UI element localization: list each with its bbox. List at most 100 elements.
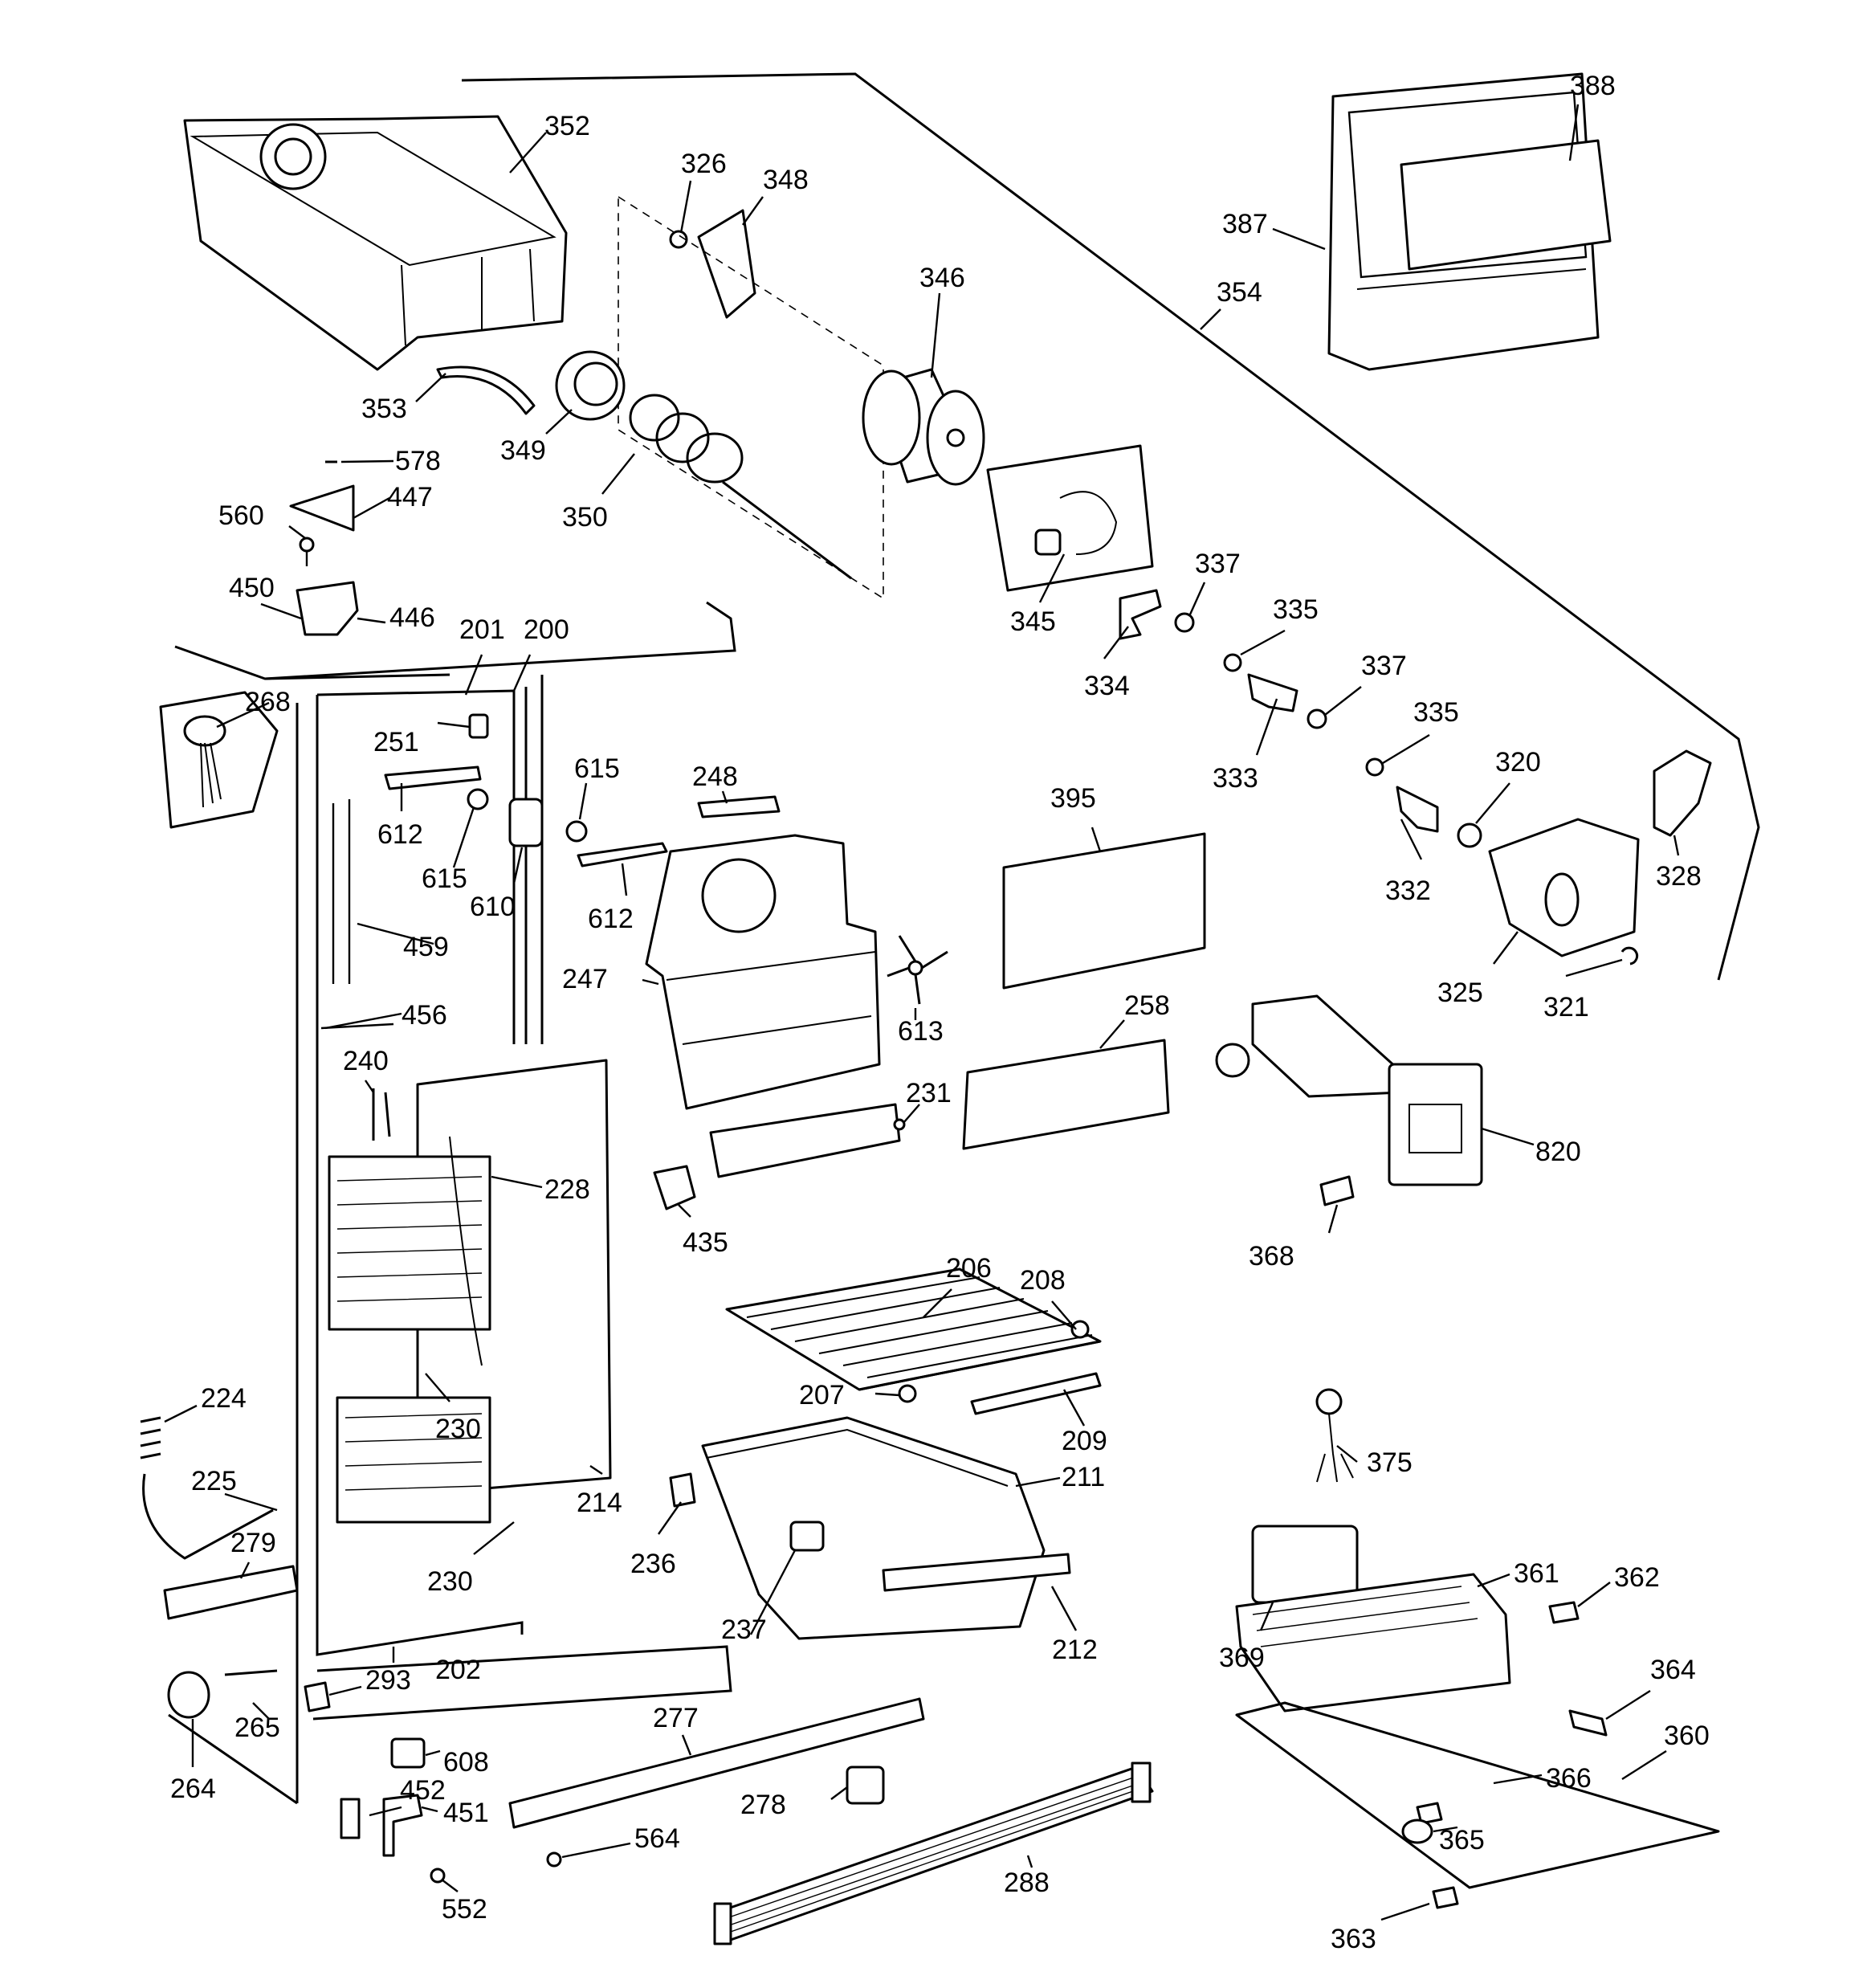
callout-552: 552 [442,1894,487,1925]
ice-maker-820 [1215,994,1483,1186]
callout-435: 435 [683,1227,728,1258]
callout-326: 326 [681,149,727,179]
callout-333: 333 [1213,763,1258,794]
callout-353: 353 [361,394,407,424]
callout-237: 237 [721,1614,767,1645]
callout-361: 361 [1514,1558,1559,1589]
callout-264: 264 [170,1774,216,1804]
callout-387: 387 [1222,209,1268,239]
leader-lines [164,104,1680,1921]
callout-459: 459 [403,932,449,962]
callout-612a: 612 [377,819,423,850]
callout-206: 206 [946,1253,992,1284]
callout-265: 265 [234,1712,280,1743]
part-drawings [140,72,1760,1945]
callout-365: 365 [1439,1825,1485,1855]
callout-240: 240 [343,1046,389,1076]
callout-363: 363 [1331,1924,1376,1954]
callout-334: 334 [1084,671,1130,701]
callout-337b: 337 [1361,651,1407,681]
callout-211: 211 [1062,1462,1105,1492]
callout-375: 375 [1367,1447,1413,1478]
callout-364: 364 [1650,1655,1696,1685]
bearing-349 [555,350,626,421]
callout-332: 332 [1385,876,1431,906]
callout-395: 395 [1050,783,1096,814]
callout-388: 388 [1570,71,1616,101]
callout-610: 610 [470,892,516,922]
callout-345: 345 [1010,606,1056,637]
callout-335b: 335 [1413,697,1459,728]
callout-368: 368 [1249,1241,1294,1272]
callout-615a: 615 [574,753,620,784]
callout-321: 321 [1543,992,1589,1023]
callout-335a: 335 [1273,594,1319,625]
shroud-247 [645,834,881,1110]
callout-349: 349 [500,435,546,466]
callout-615b: 615 [422,863,467,894]
callout-354: 354 [1217,277,1262,308]
callout-446: 446 [389,602,435,633]
callout-212: 212 [1052,1635,1098,1665]
callout-320: 320 [1495,747,1541,778]
callout-248: 248 [692,761,738,792]
callout-362: 362 [1614,1562,1660,1593]
callout-337a: 337 [1195,549,1241,579]
callout-279: 279 [230,1528,276,1558]
callout-251: 251 [373,727,419,757]
callout-201: 201 [459,614,505,645]
fan-613 [887,935,948,1005]
pan-211 [701,1416,1046,1640]
callout-612b: 612 [588,904,634,934]
callout-369: 369 [1219,1643,1265,1673]
callout-228: 228 [544,1174,590,1205]
callout-608: 608 [443,1747,489,1778]
sensor-375 [1315,1388,1354,1483]
callout-360: 360 [1664,1721,1710,1751]
callout-366: 366 [1546,1763,1592,1794]
housing-325 [1488,818,1640,957]
callout-231: 231 [906,1078,952,1108]
grille-288 [713,1761,1154,1945]
callout-200: 200 [524,614,569,645]
callout-202: 202 [435,1655,481,1685]
callout-820: 820 [1535,1137,1581,1167]
callout-268: 268 [245,687,291,717]
callout-348: 348 [763,165,809,195]
auger-350 [629,394,852,580]
motor-346 [862,368,985,486]
plate-345 [986,444,1154,592]
compressor-area [1235,1525,1720,1889]
callout-214: 214 [577,1488,622,1518]
callout-258: 258 [1124,990,1170,1021]
callout-278: 278 [740,1790,786,1820]
callout-293: 293 [365,1665,411,1696]
callout-230b: 230 [427,1566,473,1597]
callout-350: 350 [562,502,608,533]
callout-447: 447 [387,482,433,512]
callout-451: 451 [443,1798,489,1828]
callout-346: 346 [919,263,965,293]
callout-225: 225 [191,1466,237,1496]
callout-578: 578 [395,446,441,476]
callout-328: 328 [1656,861,1702,892]
evaporator-228 [328,1136,491,1524]
shelf-206 [725,1268,1102,1391]
callout-208: 208 [1020,1265,1066,1296]
callout-452: 452 [400,1775,446,1806]
callout-613: 613 [898,1016,944,1047]
lamp-268 [159,691,279,829]
callout-352: 352 [544,111,590,141]
callout-230a: 230 [435,1414,481,1444]
callout-450: 450 [229,573,275,603]
callout-564: 564 [634,1823,680,1854]
callout-247: 247 [562,964,608,994]
callout-207: 207 [799,1380,845,1410]
callout-labels: 352 326 348 346 354 388 387 353 349 350 … [170,71,1710,1954]
callout-456: 456 [402,1000,447,1031]
callout-325: 325 [1437,978,1483,1008]
callout-224: 224 [201,1383,247,1414]
callout-288: 288 [1004,1868,1050,1898]
callout-236: 236 [630,1549,676,1579]
